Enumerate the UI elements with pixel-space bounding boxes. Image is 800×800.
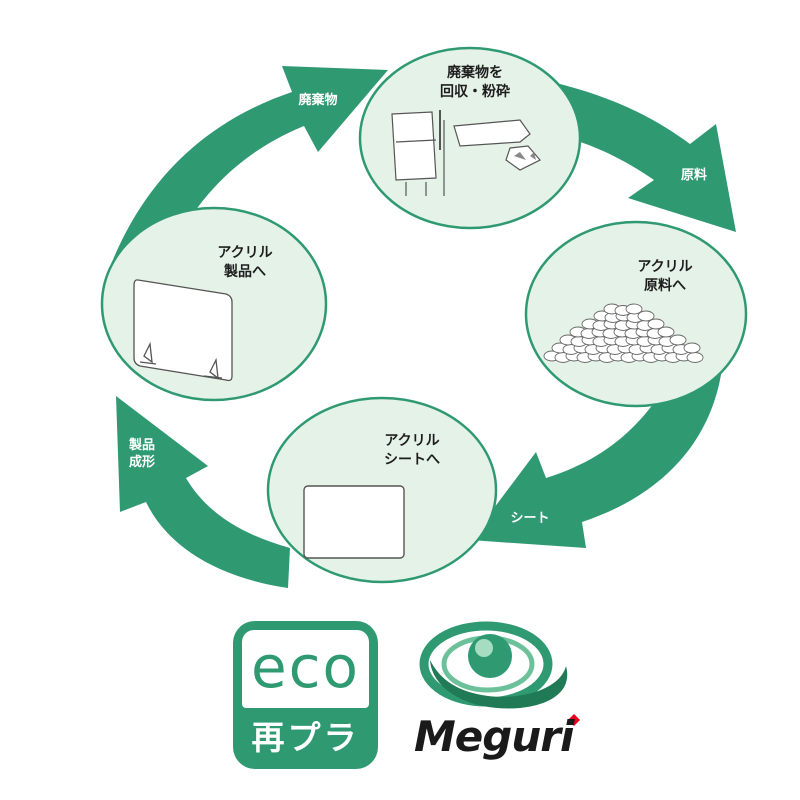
- bubble-title-collect: 廃棄物を 回収・粉砕: [440, 65, 510, 100]
- arrow-label-waste: 廃棄物: [298, 93, 338, 108]
- bubble-title-sheet: アクリル シートへ: [384, 433, 440, 468]
- arrow-label-sheet: シート: [510, 511, 550, 526]
- meguri-logo-mark: [419, 621, 580, 726]
- partition-icon: [133, 279, 233, 382]
- eco-badge-inner: eco: [242, 630, 369, 708]
- arrow-label-forming: 製品 成形: [128, 438, 155, 470]
- sheet-icon: [303, 485, 405, 559]
- bubble-title-product: アクリル 製品へ: [217, 245, 273, 280]
- pellet: [637, 310, 655, 322]
- pellet: [647, 318, 665, 330]
- arrow-forming: [116, 396, 290, 588]
- pellet: [669, 334, 687, 346]
- pellet: [683, 342, 701, 354]
- bubble-title-raw-material: アクリル 原料へ: [637, 259, 693, 294]
- eco-badge-word: eco: [250, 633, 361, 701]
- arrow-label-material: 原料: [680, 168, 707, 183]
- pellet: [657, 326, 675, 338]
- meguri-wordmark: Meguri: [414, 712, 574, 761]
- pellet: [686, 352, 704, 363]
- crusher-icon: [391, 110, 541, 196]
- pellets-icon: [543, 303, 704, 363]
- pellet: [625, 303, 643, 315]
- eco-saipura-badge: eco 再プラ: [233, 621, 378, 769]
- eco-badge-subtitle: 再プラ: [251, 718, 360, 757]
- arrow-material: [552, 82, 736, 232]
